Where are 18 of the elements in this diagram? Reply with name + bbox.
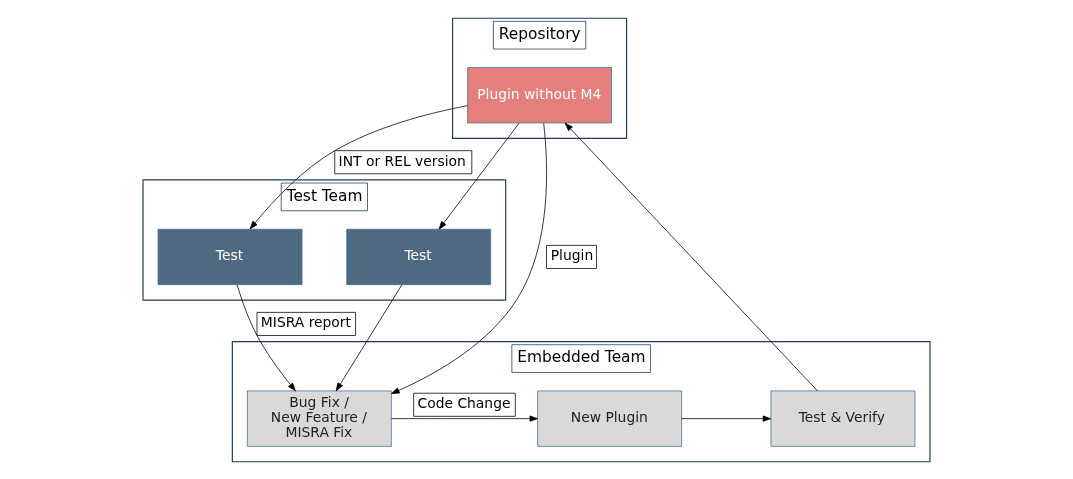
arrow: [236, 283, 296, 391]
arrow: [335, 284, 403, 391]
node-box: Test & Verify: [770, 390, 916, 447]
edge-label: Code Change: [417, 394, 511, 411]
arrow: [564, 122, 818, 391]
node-box: Bug Fix / New Feature / MISRA Fix: [247, 390, 392, 447]
arrow: [681, 415, 772, 422]
arrow: [438, 122, 520, 230]
node-box: New Plugin: [537, 390, 683, 447]
node-box: Plugin without M4: [467, 66, 612, 123]
node-box: Test: [346, 228, 492, 285]
node-box: Test: [157, 228, 303, 285]
edge-label: Plugin: [550, 246, 594, 263]
arrow: [249, 104, 468, 229]
arrow: [391, 122, 547, 394]
edge-label: INT or REL version: [338, 152, 466, 169]
arrow: [391, 415, 539, 422]
edge-label: MISRA report: [260, 313, 351, 330]
